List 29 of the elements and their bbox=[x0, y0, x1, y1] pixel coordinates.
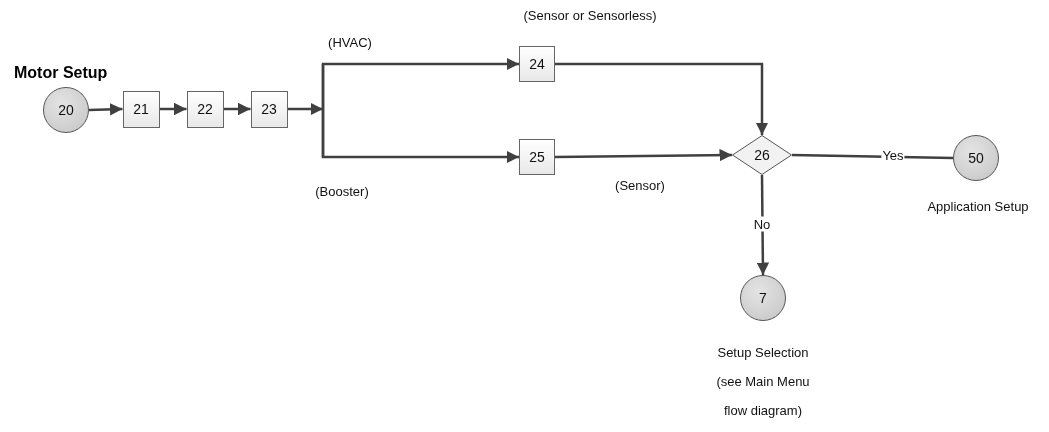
edge-label: (Sensor or Sensorless) bbox=[523, 7, 657, 23]
arrow bbox=[555, 148, 732, 162]
edge-label: (Sensor) bbox=[615, 177, 665, 193]
process-box: 24 bbox=[519, 46, 555, 82]
arrow bbox=[159, 102, 187, 116]
node-caption: (see Main Menu bbox=[716, 373, 810, 389]
process-box: 21 bbox=[122, 90, 160, 128]
process-box: 23 bbox=[250, 90, 288, 128]
edge-label: No bbox=[752, 216, 772, 232]
edge-label: (HVAC) bbox=[328, 34, 372, 50]
node-caption: flow diagram) bbox=[724, 402, 802, 418]
terminal-circle: 50 bbox=[953, 135, 999, 181]
terminal-circle: 20 bbox=[43, 87, 89, 133]
arrow bbox=[555, 62, 769, 135]
terminal-circle: 7 bbox=[740, 275, 786, 321]
node-caption: Application Setup bbox=[927, 198, 1029, 214]
arrow bbox=[321, 57, 519, 109]
process-box: 25 bbox=[519, 139, 555, 175]
arrow bbox=[321, 109, 519, 164]
process-box: 22 bbox=[186, 90, 224, 128]
node-caption: Setup Selection bbox=[717, 344, 809, 360]
arrow bbox=[287, 102, 323, 116]
connector-line bbox=[791, 153, 954, 160]
decision-diamond: 26 bbox=[732, 135, 792, 175]
edge-label: (Booster) bbox=[315, 183, 369, 199]
arrow bbox=[223, 102, 251, 116]
arrow bbox=[756, 175, 770, 275]
arrow bbox=[88, 103, 123, 116]
diagram-title: Motor Setup bbox=[14, 64, 108, 82]
